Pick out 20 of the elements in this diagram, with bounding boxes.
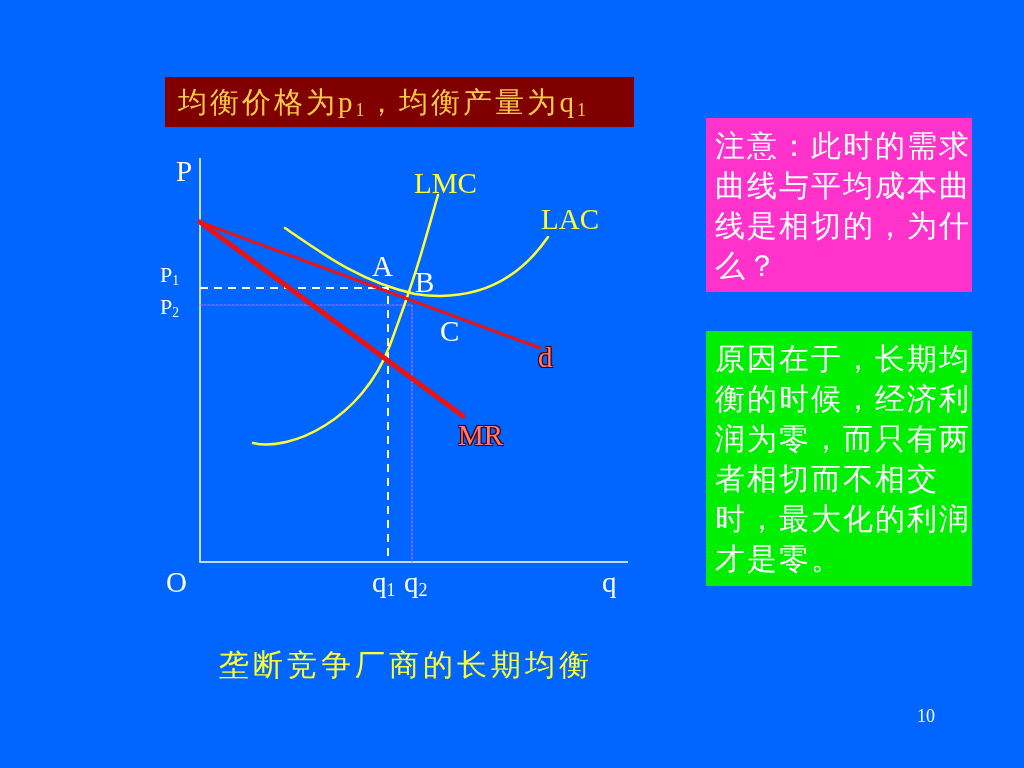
point-label: A xyxy=(372,251,393,283)
curve-label: d xyxy=(538,342,553,374)
curve-label: MR xyxy=(458,420,504,452)
explanation-text: 原因在于，长期均衡的时候，经济利润为零，而只有两者相切而不相交时，最大化的利润才是零。 xyxy=(715,341,972,577)
tick-label: q$_{2}$ xyxy=(404,567,428,599)
note-text: 注意：此时的需求曲线与平均成本曲线是相切的，为什么？ xyxy=(715,128,972,284)
curve-label: LAC xyxy=(541,204,599,236)
tick-label: P$_{2}$ xyxy=(160,295,180,320)
axis-label: q xyxy=(602,567,617,599)
axis-label: P xyxy=(176,156,193,188)
tick-label: q$_{1}$ xyxy=(372,567,396,599)
curve-label: LMC xyxy=(414,168,477,200)
page-number: 10 xyxy=(917,707,935,727)
figure-caption: 垄断竞争厂商的长期均衡 xyxy=(219,648,593,681)
tick-label: P$_{1}$ xyxy=(160,263,180,288)
result-text: 均衡价格为p$_{1}$，均衡产量为q$_{1}$ xyxy=(178,85,589,121)
axis-label: O xyxy=(166,567,187,599)
point-label: C xyxy=(440,316,460,348)
point-label: B xyxy=(415,267,435,299)
result-banner xyxy=(165,77,634,127)
